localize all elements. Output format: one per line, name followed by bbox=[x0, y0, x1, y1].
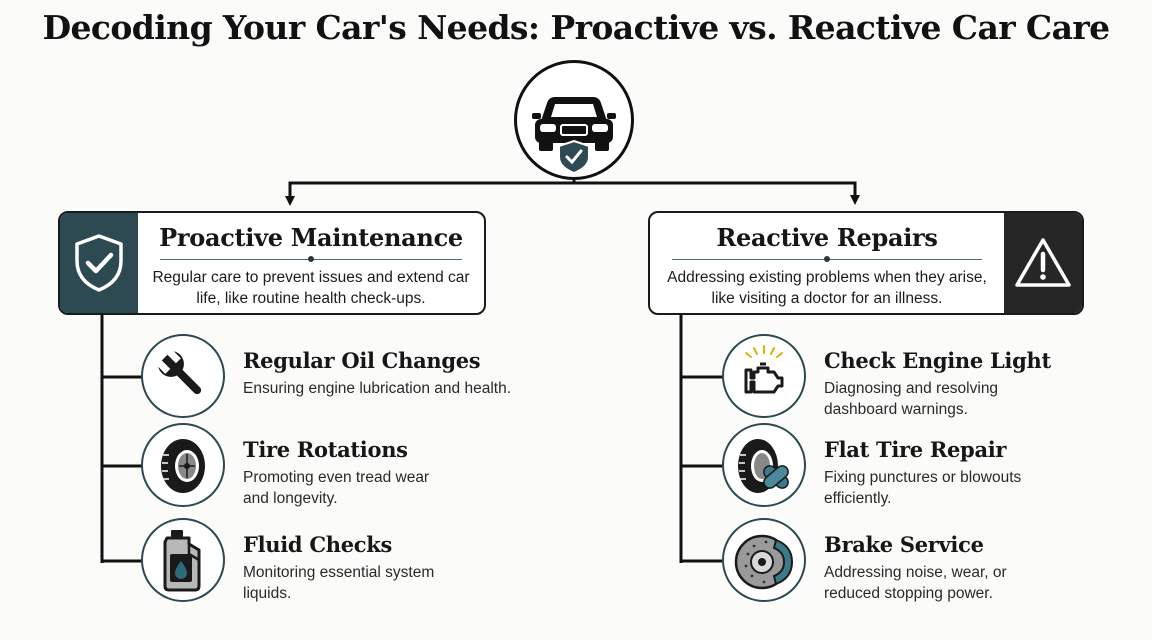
car-shield-icon bbox=[532, 97, 616, 175]
proactive-title: Proactive Maintenance bbox=[159, 223, 463, 252]
item-description: Monitoring essential system liquids. bbox=[243, 564, 435, 602]
reactive-card: Reactive Repairs Addressing existing pro… bbox=[648, 211, 1084, 315]
proactive-card: Proactive Maintenance Regular care to pr… bbox=[58, 211, 486, 315]
wrench-icon bbox=[158, 351, 202, 395]
wrench-icon-circle bbox=[141, 334, 225, 418]
page-title: Decoding Your Car's Needs: Proactive vs.… bbox=[42, 8, 1110, 47]
item-title: Fluid Checks bbox=[243, 532, 393, 557]
brake-disc-icon bbox=[734, 534, 794, 590]
tire-icon bbox=[161, 439, 205, 493]
item-description: Addressing noise, wear, or reduced stopp… bbox=[824, 564, 1007, 602]
item-description: Diagnosing and resolving dashboard warni… bbox=[824, 380, 999, 418]
car-hub bbox=[514, 60, 634, 180]
proactive-description: Regular care to prevent issues and exten… bbox=[152, 269, 470, 307]
item-title: Check Engine Light bbox=[824, 348, 1051, 373]
engine-light-icon bbox=[744, 345, 784, 394]
item-title: Tire Rotations bbox=[243, 437, 408, 462]
tire-bandage-icon-circle bbox=[722, 423, 806, 507]
item-title: Regular Oil Changes bbox=[243, 348, 481, 373]
brake-icon-circle bbox=[722, 518, 806, 602]
proactive-icon-panel bbox=[60, 213, 138, 313]
reactive-icon-panel bbox=[1004, 213, 1082, 313]
fluid-icon-circle bbox=[141, 518, 225, 602]
item-title: Brake Service bbox=[824, 532, 984, 557]
item-description: Promoting even tread wear and longevity. bbox=[243, 469, 430, 507]
item-title: Flat Tire Repair bbox=[824, 437, 1007, 462]
shield-check-icon bbox=[75, 234, 123, 292]
tire-bandage-icon bbox=[738, 439, 789, 493]
tire-icon-circle bbox=[141, 423, 225, 507]
proactive-divider bbox=[160, 256, 462, 262]
reactive-divider bbox=[672, 256, 982, 262]
reactive-description: Addressing existing problems when they a… bbox=[667, 269, 987, 307]
warning-icon bbox=[1015, 238, 1071, 287]
fluid-jug-icon bbox=[163, 530, 201, 592]
item-description: Ensuring engine lubrication and health. bbox=[243, 380, 511, 397]
item-description: Fixing punctures or blowouts efficiently… bbox=[824, 469, 1022, 507]
reactive-title: Reactive Repairs bbox=[716, 223, 938, 252]
engine-icon-circle bbox=[722, 334, 806, 418]
